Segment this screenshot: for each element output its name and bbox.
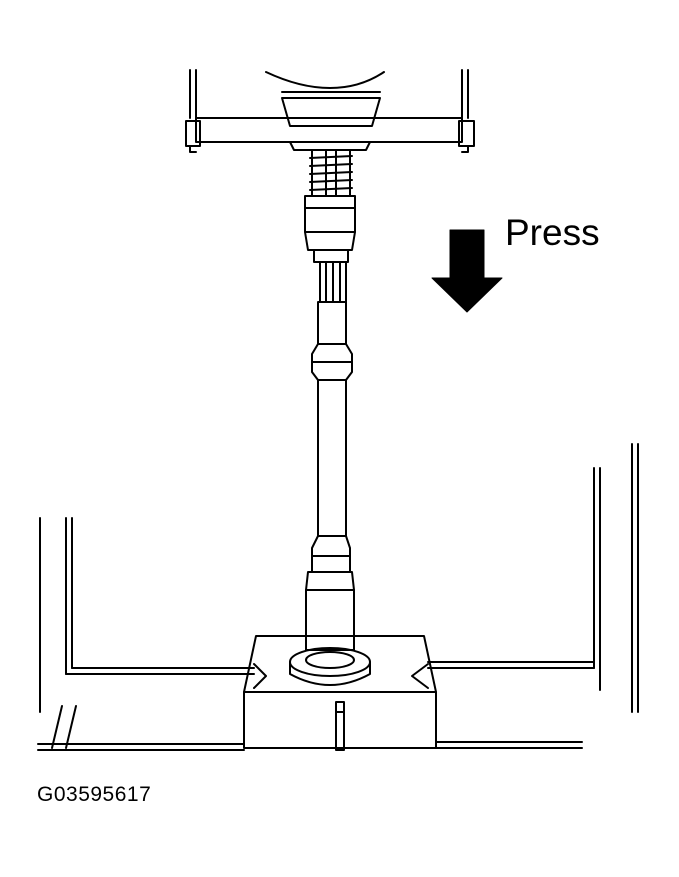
arrow-down-icon xyxy=(431,229,503,313)
figure-id: G03595617 xyxy=(37,783,152,806)
driver-shaft xyxy=(305,301,355,651)
case-housing xyxy=(37,443,639,751)
press-callout: Press xyxy=(505,212,600,253)
bearing-collar xyxy=(289,647,371,686)
press-frame xyxy=(185,69,475,153)
adapter-coupler xyxy=(304,195,356,303)
threaded-screw xyxy=(309,149,353,197)
